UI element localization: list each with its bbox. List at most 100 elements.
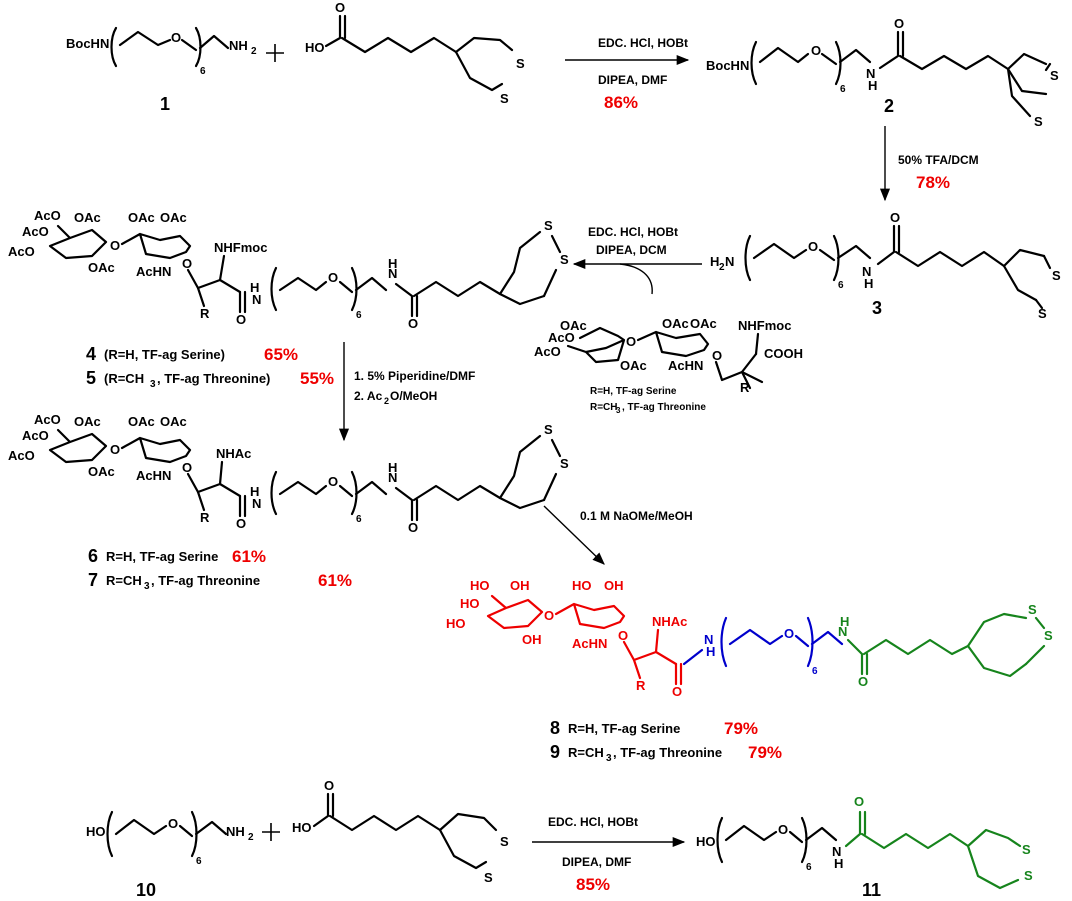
c4-link-o: O bbox=[110, 238, 120, 253]
aa-label-2: R=CH bbox=[590, 402, 618, 413]
c10-number: 10 bbox=[136, 880, 156, 900]
la2-carbonyl-o: O bbox=[324, 778, 334, 793]
c2-number: 2 bbox=[884, 96, 894, 116]
la2-ho: HO bbox=[292, 820, 312, 835]
r2-yield: 78% bbox=[916, 173, 950, 192]
c10-repeat: 6 bbox=[196, 856, 202, 867]
c5-number: 5 bbox=[86, 368, 96, 388]
r3-reagent-2: DIPEA, DCM bbox=[596, 243, 667, 257]
c8-ho-1: HO bbox=[470, 578, 490, 593]
aa-achn: AcHN bbox=[668, 358, 703, 373]
r2-reagent: 50% TFA/DCM bbox=[898, 153, 979, 167]
c6-nh-2-h: H bbox=[388, 460, 397, 475]
c6-amide-o: O bbox=[236, 516, 246, 531]
c11-s1: S bbox=[1022, 842, 1031, 857]
c7-number: 7 bbox=[88, 570, 98, 590]
c7-label-end: , TF-ag Threonine bbox=[151, 573, 260, 588]
aa-r: R bbox=[740, 380, 750, 395]
r3-reagent-1: EDC. HCl, HOBt bbox=[588, 225, 678, 239]
c6-r: R bbox=[200, 510, 210, 525]
r1-yield: 86% bbox=[604, 93, 638, 112]
c6-nh-1-n: N bbox=[252, 496, 261, 511]
c11-ether-o: O bbox=[778, 822, 788, 837]
c8-nh-2-n: N bbox=[838, 624, 847, 639]
c4-repeat-num: 6 bbox=[356, 310, 362, 321]
r1-reagent-1: EDC. HCl, HOBt bbox=[598, 36, 688, 50]
c1-right-sub: 2 bbox=[251, 46, 257, 57]
c4-nh-2-h: H bbox=[388, 256, 397, 271]
c1-repeat: 6 bbox=[200, 66, 206, 77]
aa-link-o: O bbox=[626, 334, 636, 349]
c2-carbonyl-o: O bbox=[894, 16, 904, 31]
c4-amide-o: O bbox=[236, 312, 246, 327]
c6-oac-4: OAc bbox=[160, 414, 187, 429]
compound-2: BocHN O 6 N H O S S 2 bbox=[706, 16, 1059, 129]
c4-number: 4 bbox=[86, 344, 96, 364]
r6-reagent-1: EDC. HCl, HOBt bbox=[548, 815, 638, 829]
c1-left-group: BocHN bbox=[66, 36, 109, 51]
c2-nh-h: H bbox=[868, 78, 877, 93]
la1-s2: S bbox=[500, 91, 509, 106]
compound-3: H 2 N O 6 N H O S S 3 bbox=[710, 210, 1061, 321]
reaction-arrow-1: EDC. HCl, HOBt DIPEA, DMF 86% bbox=[565, 36, 690, 112]
c4-nhfmoc: NHFmoc bbox=[214, 240, 267, 255]
c8-r: R bbox=[636, 678, 646, 693]
reaction-arrow-6: EDC. HCl, HOBt DIPEA, DMF 85% bbox=[532, 815, 686, 894]
c6-ether-o: O bbox=[328, 474, 338, 489]
c11-repeat: 6 bbox=[806, 862, 812, 873]
c8-glyc-o: O bbox=[618, 628, 628, 643]
c5-label-sub: 3 bbox=[150, 379, 156, 390]
c6-achn: AcHN bbox=[136, 468, 171, 483]
c4-nh-2-n: N bbox=[388, 266, 397, 281]
la2-s1: S bbox=[500, 834, 509, 849]
c9-label: R=CH bbox=[568, 745, 604, 760]
c8-nhac: NHAc bbox=[652, 614, 687, 629]
c6-s2: S bbox=[560, 456, 569, 471]
c8-yield: 79% bbox=[724, 719, 758, 738]
lipoic-acid-1: HO O S S bbox=[305, 0, 525, 106]
c6-oac-1: OAc bbox=[74, 414, 101, 429]
c7-label-sub: 3 bbox=[144, 581, 150, 592]
c6-nhac: NHAc bbox=[216, 446, 251, 461]
c1-ether-o: O bbox=[171, 30, 181, 45]
c3-carbonyl-o: O bbox=[890, 210, 900, 225]
c8-s2: S bbox=[1044, 628, 1053, 643]
c3-ether-o: O bbox=[808, 239, 818, 254]
c6-label: R=H, TF-ag Serine bbox=[106, 549, 218, 564]
compound-11: HO O 6 N H O S S 11 bbox=[696, 794, 1033, 900]
c8-repeat-num: 6 bbox=[812, 666, 818, 677]
c2-ether-o: O bbox=[811, 43, 821, 58]
lipoic-acid-2: HO O S S bbox=[292, 778, 509, 885]
aa-oac-1: OAc bbox=[560, 318, 587, 333]
c9-label-sub: 3 bbox=[606, 753, 612, 764]
c11-number: 11 bbox=[862, 880, 881, 900]
aa-label-2-sub: 3 bbox=[616, 406, 621, 415]
c8-achn: AcHN bbox=[572, 636, 607, 651]
c4-carbonyl-o: O bbox=[408, 316, 418, 331]
c6-repeat-num: 6 bbox=[356, 514, 362, 525]
c5-label-end: , TF-ag Threonine) bbox=[157, 371, 270, 386]
compound-1: BocHN O 6 NH 2 1 bbox=[66, 26, 257, 114]
c8-carbonyl-o: O bbox=[858, 674, 868, 689]
plus-1 bbox=[266, 44, 284, 62]
la1-carbonyl-o: O bbox=[335, 0, 345, 15]
la2-s2: S bbox=[484, 870, 493, 885]
aa-oac-3: OAc bbox=[662, 316, 689, 331]
r4-step-1: 1. 5% Piperidine/DMF bbox=[354, 369, 475, 383]
c10-left-group: HO bbox=[86, 824, 106, 839]
c3-h-sub: 2 bbox=[719, 262, 725, 273]
c8-s1: S bbox=[1028, 602, 1037, 617]
c7-yield: 61% bbox=[318, 571, 352, 590]
r5-reagent: 0.1 M NaOMe/MeOH bbox=[580, 509, 693, 523]
tf-amino-acid: OAc AcO AcO OAc O OAc OAc AcHN O NHFmoc … bbox=[534, 316, 803, 415]
c8-nh-1-h: H bbox=[706, 644, 715, 659]
c9-number: 9 bbox=[550, 742, 560, 762]
c3-nh-n: N bbox=[862, 264, 871, 279]
c3-repeat: 6 bbox=[838, 280, 844, 291]
c10-right-group: NH bbox=[226, 824, 245, 839]
c4-oac-3: OAc bbox=[128, 210, 155, 225]
c8-ether-o: O bbox=[784, 626, 794, 641]
c2-s1: S bbox=[1050, 68, 1059, 83]
c1-number: 1 bbox=[160, 94, 170, 114]
c6-aco-top: AcO bbox=[34, 412, 61, 427]
